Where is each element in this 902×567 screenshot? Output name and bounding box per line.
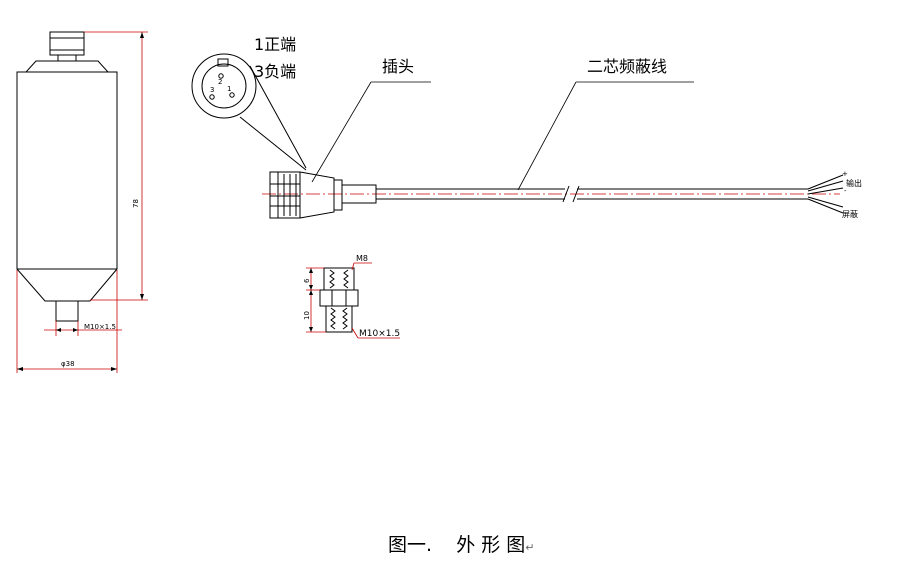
wire-shield: [807, 196, 844, 208]
pin-number-1: 1: [227, 85, 231, 93]
sensor-thread-stub: [55, 300, 79, 322]
pin-3: [209, 94, 215, 100]
cable-label: 二芯频蔽线: [587, 57, 667, 76]
pin1-label: 1正端: [254, 35, 296, 54]
plug-ribbed-head: [269, 171, 301, 219]
fitting-nut-label: M8: [356, 254, 368, 263]
fitting-dim-10: 10: [303, 311, 311, 320]
height-dimension: [84, 31, 148, 301]
pin-2: [218, 73, 224, 79]
pin-1: [229, 92, 235, 98]
fitting-dim-6: 6: [303, 278, 311, 283]
wire-minus-sign: -: [844, 187, 847, 195]
wire-output-label: 输出: [846, 178, 862, 188]
sensor-cylinder: [16, 71, 118, 270]
height-dim-label: 78: [132, 199, 140, 208]
fitting-lower-thread: [325, 305, 353, 333]
wire-minus: [807, 187, 844, 195]
fitting-dimensions: [306, 262, 400, 339]
sensor-shoulder: [24, 60, 110, 73]
caption-text: 图一. 外 形 图: [388, 534, 526, 556]
fitting-hex-nut: [319, 289, 359, 307]
fitting-thread-label: M10×1.5: [359, 329, 400, 339]
diameter-dim-label: φ38: [61, 360, 75, 368]
pin-number-3: 3: [210, 86, 214, 94]
sensor-body: [16, 31, 118, 322]
wire-plus-sign: +: [842, 170, 848, 178]
pin3-label: 3负端: [254, 62, 296, 81]
connector-inner-circle: [201, 63, 247, 109]
fitting-detail: [319, 267, 359, 333]
fitting-upper-thread: [323, 267, 355, 291]
connector-face-circle: [191, 53, 257, 119]
sensor-cone: [16, 268, 118, 302]
plug-tapered-body: [299, 171, 335, 219]
connector-pin-view: [191, 53, 307, 171]
return-mark-icon: ↵: [525, 541, 535, 554]
plug-label: 插头: [382, 57, 414, 76]
plug: [269, 171, 844, 219]
wire-shield-label: 屏蔽: [842, 209, 858, 219]
sensor-thread-dimension: [44, 321, 122, 336]
figure-caption: 图一. 外 形 图↵: [388, 530, 535, 557]
sensor-thread-label: M10×1.5: [84, 323, 116, 331]
sensor-top-cap: [49, 31, 85, 56]
label-leaders: [311, 81, 694, 191]
diameter-dimension: [16, 270, 118, 373]
plug-rear-sleeve: [341, 184, 377, 204]
wire-plus: [807, 174, 844, 190]
pin-number-2: 2: [218, 78, 222, 86]
